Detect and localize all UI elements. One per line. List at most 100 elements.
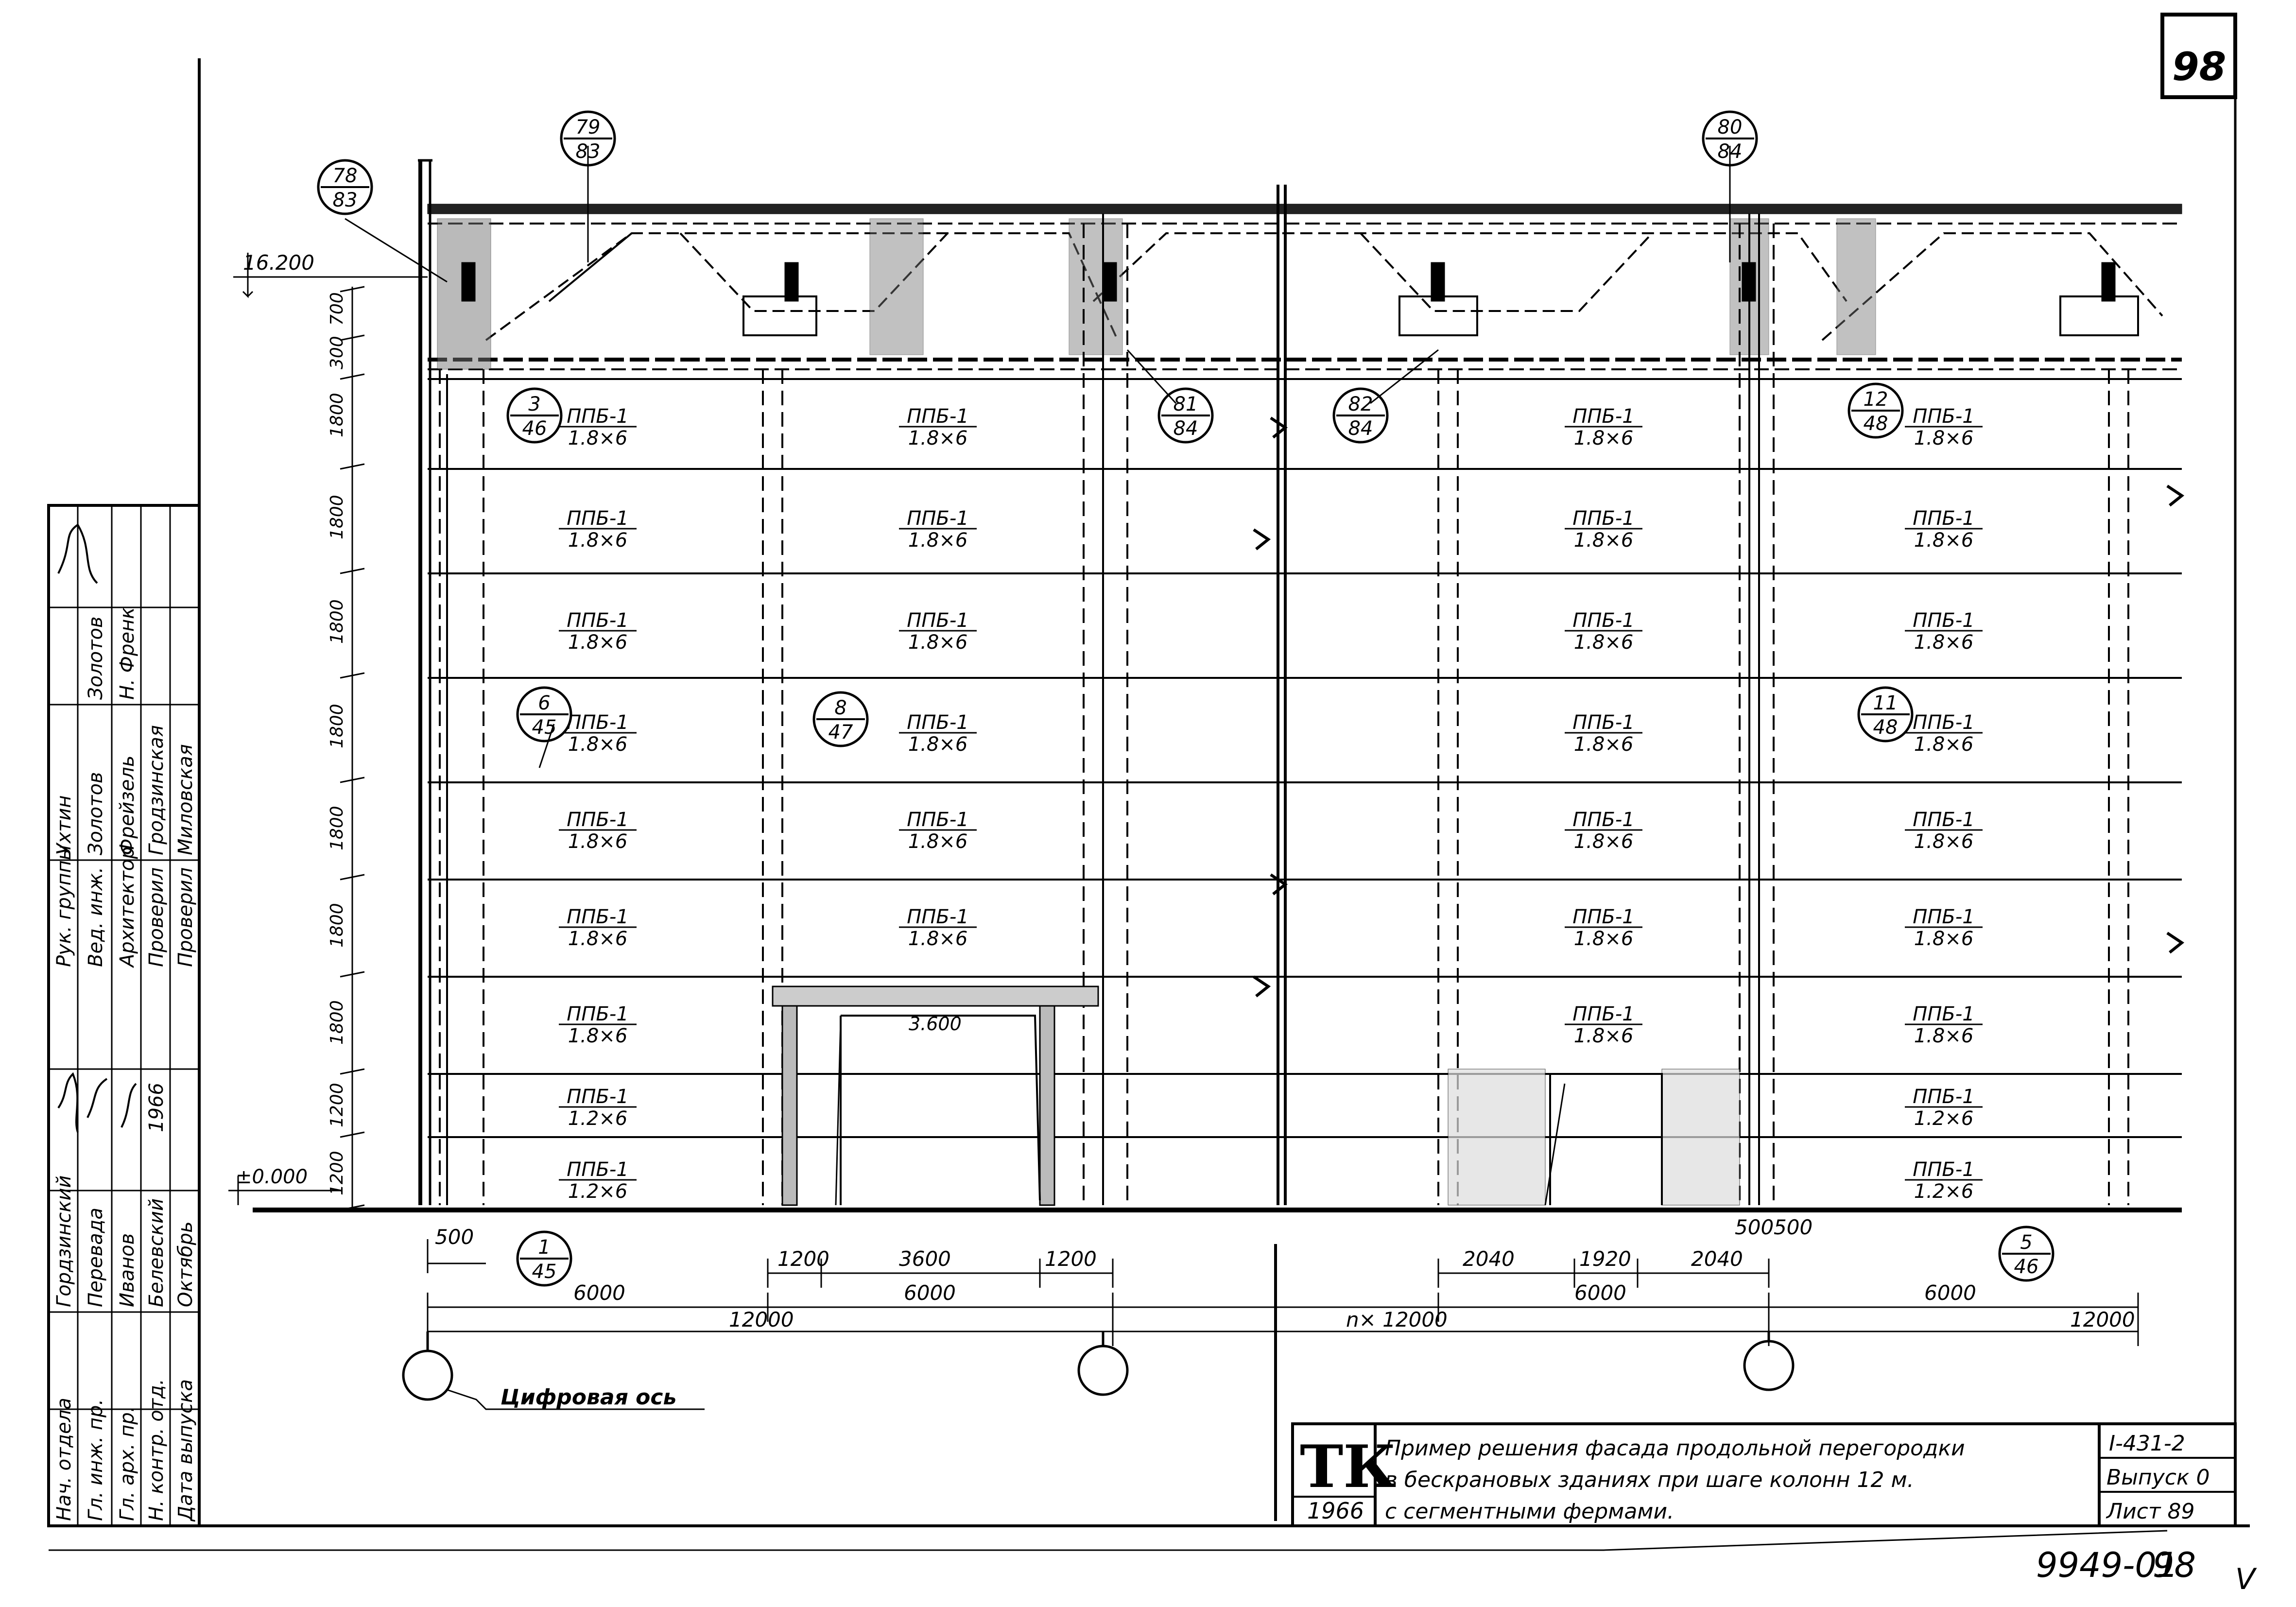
dim-6000-d: 6000 [1924, 1281, 1976, 1305]
callout-marker: 546 [1998, 1226, 2054, 1282]
callout-top: 11 [1873, 692, 1898, 714]
callout-top: 80 [1718, 116, 1743, 138]
panel-size: 1.8×6 [568, 733, 628, 756]
wall-panel-label: ППБ-11.8×6 [1905, 906, 1983, 950]
dim-300: 300 [327, 336, 347, 369]
wall-panel-label: ППБ-11.2×6 [559, 1086, 637, 1130]
panel-mark: ППБ-1 [567, 609, 628, 632]
series-code: I-431-2 [2109, 1431, 2185, 1456]
stamp-year: 1966 [145, 1083, 168, 1132]
panel-mark: ППБ-1 [567, 507, 628, 530]
stamp-role2-3: Архитектор [116, 847, 138, 968]
axis-label: Цифровая ось [501, 1385, 676, 1410]
wall-panel-label: ППБ-11.8×6 [559, 507, 637, 552]
stamp-block [47, 504, 201, 1527]
panel-mark: ППБ-1 [567, 1003, 628, 1025]
panel-size: 1.8×6 [1574, 928, 1634, 950]
stamp-name2-1: Ухтин [53, 795, 75, 856]
wall-panel-label: ППБ-11.2×6 [1905, 1086, 1983, 1130]
panel-size: 1.8×6 [1914, 830, 1974, 853]
wall-panel-label: ППБ-11.8×6 [899, 405, 977, 449]
dim-nx12000: n× 12000 [1346, 1308, 1448, 1331]
wall-panel-label: ППБ-11.8×6 [1565, 507, 1642, 552]
wall-panel-label: ППБ-11.8×6 [1905, 405, 1983, 449]
panel-mark: ППБ-1 [1572, 809, 1634, 831]
panel-labels: ППБ-11.8×6ППБ-11.8×6ППБ-11.8×6ППБ-11.8×6… [559, 405, 1983, 1203]
panel-size: 1.2×6 [1914, 1107, 1974, 1130]
row-height-6: 1800 [327, 903, 347, 948]
callout-top: 5 [2020, 1231, 2032, 1254]
wall-panel-label: ППБ-11.8×6 [559, 405, 637, 449]
callout-top: 79 [576, 116, 601, 138]
title-line-2: в бескрановых зданиях при шаге колонн 12… [1385, 1468, 1914, 1492]
panel-size: 1.8×6 [568, 631, 628, 654]
panel-mark: ППБ-1 [1572, 507, 1634, 530]
stamp-text: Нач. отдела Гл. инж. пр. Гл. арх. пр. Н.… [53, 607, 197, 1522]
tk-year: 1966 [1307, 1498, 1364, 1524]
stamp-signatures [57, 523, 137, 1133]
panel-mark: ППБ-1 [1572, 906, 1634, 928]
panel-size: 1.8×6 [908, 733, 968, 756]
panel-size: 1.8×6 [1914, 631, 1974, 654]
break-lines [1253, 185, 2185, 1521]
wall-panel-label: ППБ-11.8×6 [1905, 609, 1983, 654]
callout-top: 6 [538, 692, 550, 714]
dim-12000-right: 12000 [2070, 1308, 2135, 1331]
stamp-role2-4: Проверил [145, 867, 168, 967]
stamp-name2-2: Золотов [85, 772, 107, 855]
panel-size: 1.8×6 [1574, 733, 1634, 756]
panel-mark: ППБ-1 [1913, 1086, 1974, 1108]
stamp-name-1: Гордзинский [53, 1175, 75, 1307]
wall-panel-label: ППБ-11.8×6 [559, 809, 637, 853]
stamp-name-4: Белевский [145, 1198, 168, 1307]
callout-top: 81 [1174, 393, 1198, 415]
panel-mark: ППБ-1 [907, 809, 968, 831]
dim-3600: 3600 [899, 1247, 951, 1271]
panel-mark: ППБ-1 [567, 405, 628, 428]
panel-size: 1.8×6 [908, 830, 968, 853]
panel-size: 1.8×6 [1574, 529, 1634, 552]
dim-500-right-b: 500 [1774, 1215, 1813, 1239]
dim-6000-c: 6000 [1574, 1281, 1626, 1305]
callout-bottom: 84 [1348, 417, 1373, 440]
wall-panel-label: ППБ-11.8×6 [1565, 906, 1642, 950]
panel-size: 1.8×6 [568, 427, 628, 449]
wall-panel-label: ППБ-11.8×6 [1565, 809, 1642, 853]
wall-panel-label: ППБ-11.8×6 [1905, 711, 1983, 756]
callout-marker: 145 [516, 1230, 572, 1287]
dim-2040-b: 2040 [1691, 1247, 1743, 1271]
panel-size: 1.8×6 [568, 529, 628, 552]
panel-size: 1.8×6 [1574, 631, 1634, 654]
panel-size: 1.8×6 [1574, 830, 1634, 853]
stamp-role-3: Гл. арх. пр. [116, 1406, 138, 1521]
panel-size: 1.8×6 [568, 830, 628, 853]
stamp-name-5: Октябрь [174, 1221, 197, 1307]
elevation-top-label: 16.200 [243, 251, 314, 275]
wall-panel-label: ППБ-11.8×6 [1565, 1003, 1642, 1047]
panel-size: 1.2×6 [568, 1107, 628, 1130]
panel-size: 1.2×6 [1914, 1180, 1974, 1203]
panel-mark: ППБ-1 [1913, 809, 1974, 831]
dim-500-left: 500 [435, 1225, 474, 1249]
panel-mark: ППБ-1 [907, 405, 968, 428]
elevation-top [233, 253, 428, 298]
door-opening-left [772, 985, 1099, 1206]
panel-mark: ППБ-1 [1913, 711, 1974, 734]
stamp-name2-5: Миловская [174, 744, 197, 855]
panel-rows [253, 378, 2182, 1212]
row-height-7: 1800 [327, 1000, 347, 1045]
row-height-labels: 1800 1800 1800 1800 1800 1800 1800 1200 … [327, 393, 347, 1195]
callout-top: 78 [333, 165, 358, 187]
stamp-role2-2: Вед. инж. [85, 867, 107, 967]
panel-mark: ППБ-1 [1572, 711, 1634, 734]
corner-mark: V [2235, 1562, 2257, 1596]
title-line-1: Пример решения фасада продольной перегор… [1385, 1436, 1965, 1461]
row-height-1: 1800 [327, 393, 347, 437]
elevation-zero [228, 1176, 340, 1205]
wall-panel-label: ППБ-11.8×6 [559, 1003, 637, 1047]
dim-1200-b: 1200 [1045, 1247, 1097, 1271]
dim-12000-left: 12000 [729, 1308, 794, 1331]
panel-mark: ППБ-1 [1913, 609, 1974, 632]
